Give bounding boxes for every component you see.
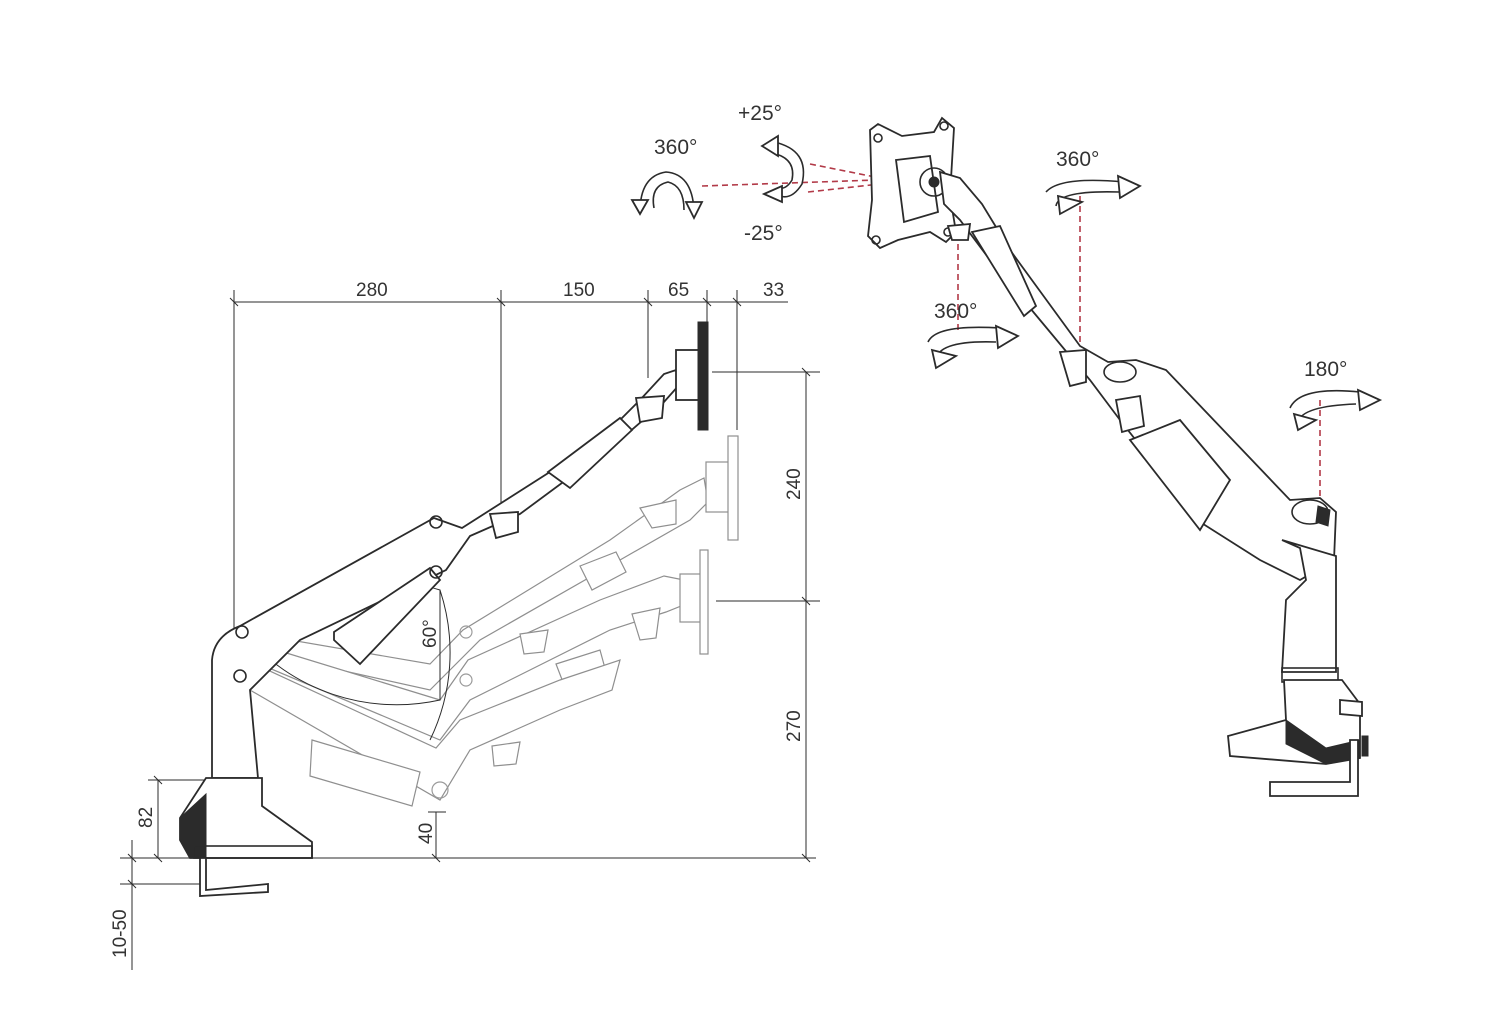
rotate-360-head-arrow bbox=[1045, 174, 1142, 216]
dim-280: 280 bbox=[356, 280, 388, 301]
swivel-head-label: 360° bbox=[1056, 148, 1099, 171]
base-dimension-lines bbox=[120, 775, 446, 970]
side-view: 280 150 65 33 240 270 bbox=[110, 280, 820, 970]
dim-150: 150 bbox=[563, 280, 595, 301]
dim-240: 240 bbox=[784, 468, 805, 500]
perspective-view: +25° -25° 360° 360° 360° 180° bbox=[630, 102, 1383, 797]
dim-270: 270 bbox=[784, 710, 805, 742]
tilt-arrow bbox=[760, 134, 805, 204]
rotate-360-vesa-arrow bbox=[630, 171, 704, 221]
perspective-base-clamp bbox=[1227, 679, 1369, 797]
dim-33: 33 bbox=[763, 280, 784, 301]
primary-arm bbox=[211, 321, 709, 779]
rotate-vesa-label: 360° bbox=[654, 136, 697, 159]
perspective-arm bbox=[938, 170, 1339, 683]
dim-40: 40 bbox=[416, 823, 437, 844]
dim-10-50: 10-50 bbox=[110, 909, 131, 958]
rotate-360-elbow-arrow bbox=[927, 324, 1020, 370]
dim-65: 65 bbox=[668, 280, 689, 301]
rotate-180-base-arrow bbox=[1289, 388, 1383, 432]
vertical-dimension-line bbox=[712, 367, 820, 863]
top-dimension-line bbox=[229, 290, 788, 640]
angle-60-label: 60° bbox=[420, 619, 441, 648]
ghost-arm-positions bbox=[243, 435, 739, 807]
side-base-clamp bbox=[179, 777, 313, 897]
dim-82: 82 bbox=[136, 807, 157, 828]
rotation-axes bbox=[701, 163, 1321, 500]
tilt-up-label: +25° bbox=[738, 102, 782, 125]
swivel-base-label: 180° bbox=[1304, 358, 1347, 381]
swivel-elbow-label: 360° bbox=[934, 300, 977, 323]
tilt-down-label: -25° bbox=[744, 222, 783, 245]
